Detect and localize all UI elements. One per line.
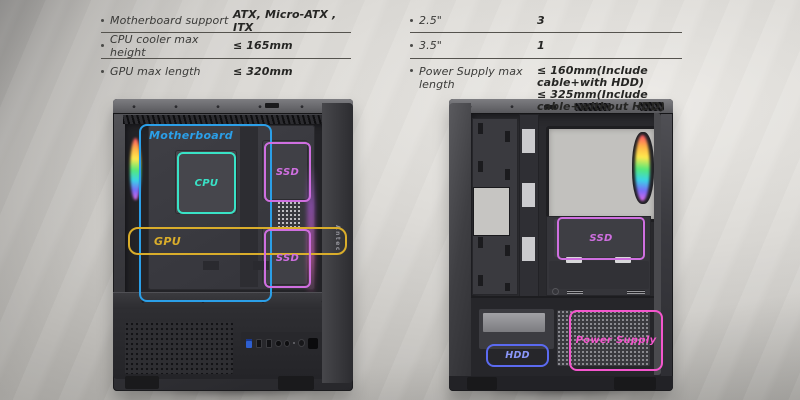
spec-row-25-drives: 2.5" 3 [410, 9, 682, 33]
audio-jack [276, 340, 281, 346]
annotation-label: CPU [194, 177, 219, 189]
top-vent-strip [123, 115, 335, 124]
power-button [308, 337, 319, 349]
spec-row-motherboard-support: Motherboard support ATX, Micro-ATX , ITX [101, 7, 351, 34]
annotation-ssd-top: SSD [264, 142, 311, 202]
rgb-fan-rear [635, 135, 650, 201]
front-mesh-vent [125, 322, 233, 374]
spec-value: 3 [537, 14, 545, 27]
annotation-label: Motherboard [149, 129, 233, 142]
bracket-plate [549, 261, 649, 289]
drive-clip [615, 257, 631, 263]
annotation-label: Power Supply [575, 335, 657, 346]
cable-straps [522, 129, 535, 281]
bullet-dot [101, 19, 104, 22]
spec-row-cpu-cooler: CPU cooler max height ≤ 165mm [101, 33, 351, 59]
psu-mesh [557, 310, 650, 366]
side-panel-edge [654, 113, 661, 375]
usb-port [266, 338, 273, 348]
cable-bar [240, 127, 258, 287]
brand-logo: Antec [334, 225, 341, 252]
annotation-gpu: GPU [128, 227, 347, 255]
tray-cutout [473, 187, 510, 236]
spec-value-line1: ≤ 160mm(Include cable+with HDD) [537, 64, 648, 89]
usb3-port [246, 338, 253, 348]
spec-value-line2: ≤ 325mm(Include cable+without HDD) [537, 88, 666, 113]
annotation-label: GPU [154, 234, 181, 248]
case-foot [467, 377, 497, 390]
gpu-bracket [253, 261, 269, 270]
spec-label: 2.5" [419, 14, 442, 27]
spec-value: ≤ 165mm [233, 39, 293, 52]
gpu-bracket [203, 261, 219, 270]
spec-row-gpu-length: GPU max length ≤ 320mm [101, 59, 351, 83]
hdd-cage-top [483, 313, 545, 332]
front-panel-edge [322, 103, 353, 383]
case-top-frame [449, 99, 673, 114]
spec-table-right: 2.5" 3 3.5" 1 Power Supply max length ≤ … [410, 9, 682, 113]
spec-label: GPU max length [110, 64, 201, 78]
case-foot [125, 376, 159, 389]
spec-row-35-drives: 3.5" 1 [410, 33, 682, 59]
case-foot [278, 376, 314, 390]
annotation-hdd: HDD [486, 344, 549, 367]
bullet-dot [410, 69, 413, 72]
case-top-frame [113, 99, 353, 114]
spec-label: Motherboard support [110, 14, 229, 27]
ssd-tray-upper [262, 140, 308, 200]
usb-port [256, 338, 263, 348]
top-slot [544, 105, 556, 109]
bullet-dot [101, 44, 104, 47]
drive-clip [566, 257, 582, 263]
spec-row-psu-length: Power Supply max length ≤ 160mm(Include … [410, 59, 682, 113]
bullet-dot [410, 44, 413, 47]
ssd-bracket [554, 219, 642, 257]
front-panel-chamfer [449, 103, 471, 385]
bullet-dot [410, 19, 413, 22]
top-vent [640, 102, 664, 111]
front-rgb-glow [307, 165, 315, 300]
cpu-socket-plate [175, 150, 237, 214]
annotation-motherboard: Motherboard [139, 124, 272, 302]
spec-value: 1 [537, 39, 545, 52]
annotation-ssd-bottom: SSD [264, 229, 311, 288]
bullet-dot [101, 69, 104, 73]
annotation-power-supply: Power Supply [569, 310, 663, 371]
power-led [293, 342, 296, 344]
rgb-fan-left [130, 138, 141, 200]
drive-cage-vent [277, 201, 301, 228]
pc-case-back-view: SSD Power Supply HDD [449, 99, 673, 391]
front-io-panel [241, 332, 323, 354]
spec-table-left: Motherboard support ATX, Micro-ATX , ITX… [101, 7, 351, 83]
annotation-ssd: SSD [557, 217, 645, 260]
spec-label: CPU cooler max height [110, 32, 199, 59]
case-foot [614, 377, 656, 390]
spec-value: ≤ 320mm [233, 64, 293, 78]
mic-jack [284, 340, 290, 346]
screw-hole [552, 288, 559, 295]
annotation-cpu: CPU [177, 152, 236, 214]
spec-value: ATX, Micro-ATX , ITX [233, 7, 337, 34]
top-vent [575, 103, 611, 111]
annotation-label: HDD [505, 350, 530, 361]
psu-divider [471, 296, 661, 298]
pc-case-interior-view: Antec Motherboard CPU SSD GPU SSD [113, 99, 353, 391]
spec-label: 3.5" [419, 39, 442, 52]
vent-dash [627, 290, 645, 294]
annotation-label: SSD [589, 233, 613, 244]
vent-dash [567, 290, 583, 294]
ssd-tray-lower [262, 227, 308, 285]
top-latch [265, 103, 279, 108]
annotation-label: SSD [275, 166, 300, 178]
reset-button [299, 340, 305, 346]
annotation-label: SSD [275, 253, 300, 264]
spec-label: Power Supply max length [419, 65, 523, 91]
